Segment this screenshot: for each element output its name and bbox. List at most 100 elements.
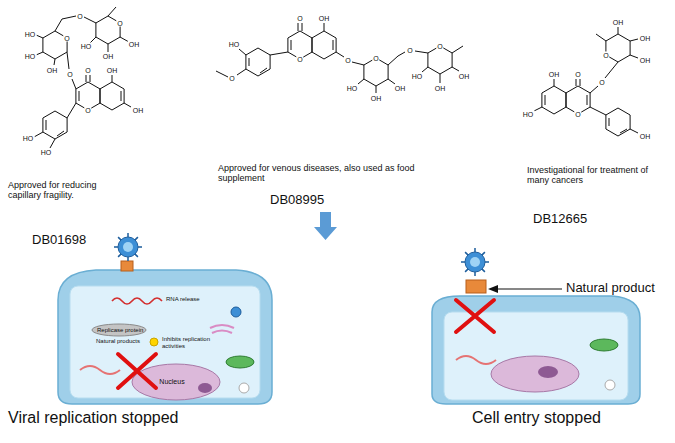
sugar-ring xyxy=(428,46,452,74)
atom-label: OH xyxy=(46,67,59,74)
atom-label: O xyxy=(66,71,73,78)
atom-label: OH xyxy=(612,19,625,26)
atom-label: OH xyxy=(639,35,652,42)
panel-caption: Viral replication stopped xyxy=(8,409,178,427)
cytoplasm xyxy=(444,312,628,400)
atom-label: OH xyxy=(639,133,652,140)
atom-label: HO xyxy=(22,135,35,142)
replicase-protein xyxy=(92,324,146,336)
atom-label: HO xyxy=(80,43,93,50)
cell-body xyxy=(58,270,272,404)
aromatic-ring xyxy=(100,82,124,110)
cell-label: RNA release xyxy=(166,296,200,303)
cytoplasm xyxy=(70,286,260,398)
mitochondrion xyxy=(590,339,618,351)
cell-label: Inhibits replication activities xyxy=(162,336,224,350)
atom-label: OH xyxy=(458,73,471,80)
bond-lines xyxy=(34,7,131,148)
drug-id: DB12665 xyxy=(533,212,587,227)
atom-label: O xyxy=(84,67,91,74)
drug-caption: Approved for reducing capillary fragilit… xyxy=(8,180,120,201)
drug-id: DB01698 xyxy=(32,233,86,248)
bond-lines xyxy=(216,23,463,93)
vesicle xyxy=(605,380,615,390)
atom-label: OH xyxy=(370,95,383,102)
molecule-structure xyxy=(534,27,638,136)
nucleolus xyxy=(538,366,558,378)
leader-line xyxy=(497,288,562,289)
block-cross xyxy=(456,300,494,332)
atom-label: OH xyxy=(132,107,145,114)
atom-label: O xyxy=(602,52,609,59)
atom-label: HO xyxy=(522,111,535,118)
aromatic-ring xyxy=(312,31,336,59)
atom-label: HO xyxy=(228,41,241,48)
vesicle xyxy=(239,383,249,393)
panel-caption: Cell entry stopped xyxy=(472,409,601,427)
rna-strand xyxy=(112,298,162,304)
natural-product-block xyxy=(466,280,486,293)
organelle-label: Nucleus xyxy=(159,378,184,385)
atom-label: O xyxy=(372,55,379,62)
atom-label: OH xyxy=(639,57,652,64)
virus-particle xyxy=(231,307,241,317)
leader-arrowhead xyxy=(488,285,498,293)
atom-label: O xyxy=(436,43,443,50)
aromatic-ring xyxy=(43,111,67,139)
cell-illustration xyxy=(58,233,272,404)
natural-product-dot xyxy=(150,338,158,346)
virus xyxy=(461,248,489,276)
virus xyxy=(114,233,142,261)
atom-label: O xyxy=(574,111,581,118)
nucleolus xyxy=(198,383,212,393)
down-arrow xyxy=(314,212,337,240)
aromatic-ring xyxy=(542,86,566,114)
cell-body xyxy=(432,296,640,404)
atom-label: O xyxy=(296,56,303,63)
cell-illustration xyxy=(432,248,640,404)
atom-label: O xyxy=(296,15,303,22)
nucleus xyxy=(491,356,579,392)
nucleus xyxy=(132,364,220,400)
atom-label: O xyxy=(228,75,235,82)
atom-label: HO xyxy=(24,31,37,38)
endoplasmic-reticulum xyxy=(456,356,496,364)
atom-label: O xyxy=(76,13,83,20)
atom-label: HO xyxy=(411,73,424,80)
atom-label: OH xyxy=(318,15,331,22)
atom-label: O xyxy=(598,79,605,86)
callout-label: Natural product xyxy=(566,281,655,296)
drug-caption: Investigational for treatment of many ca… xyxy=(527,165,649,186)
bond-lines xyxy=(534,27,638,133)
drug-caption: Approved for venous diseases, also used … xyxy=(218,163,418,184)
atom-label: OH xyxy=(106,67,119,74)
endoplasmic-reticulum xyxy=(80,366,120,374)
atom-label: O xyxy=(574,71,581,78)
atom-label: HO xyxy=(40,149,53,156)
atom-label: HO xyxy=(346,85,359,92)
sugar-ring xyxy=(364,58,388,86)
aromatic-ring xyxy=(246,48,270,76)
block-cross xyxy=(118,354,156,388)
cell-label: Natural products xyxy=(96,338,140,345)
atom-label: OH xyxy=(128,41,141,48)
atom-label: OH xyxy=(434,85,447,92)
aromatic-ring xyxy=(606,108,630,136)
atom-label: O xyxy=(406,47,413,54)
atom-label: O xyxy=(116,20,123,27)
atom-label: OH xyxy=(394,85,407,92)
cell-label: Replicase protein xyxy=(97,327,143,334)
atom-label: O xyxy=(63,35,70,42)
atom-label: HO xyxy=(24,53,37,60)
golgi xyxy=(210,325,234,333)
mitochondrion xyxy=(226,356,254,368)
receptor xyxy=(121,261,133,271)
atom-label: OH xyxy=(548,71,561,78)
molecule-structure xyxy=(216,23,463,93)
atom-label: OH xyxy=(102,53,115,60)
atom-label: O xyxy=(344,57,351,64)
drug-id: DB08995 xyxy=(270,193,324,208)
atom-label: O xyxy=(84,107,91,114)
molecule-structure xyxy=(34,7,131,148)
